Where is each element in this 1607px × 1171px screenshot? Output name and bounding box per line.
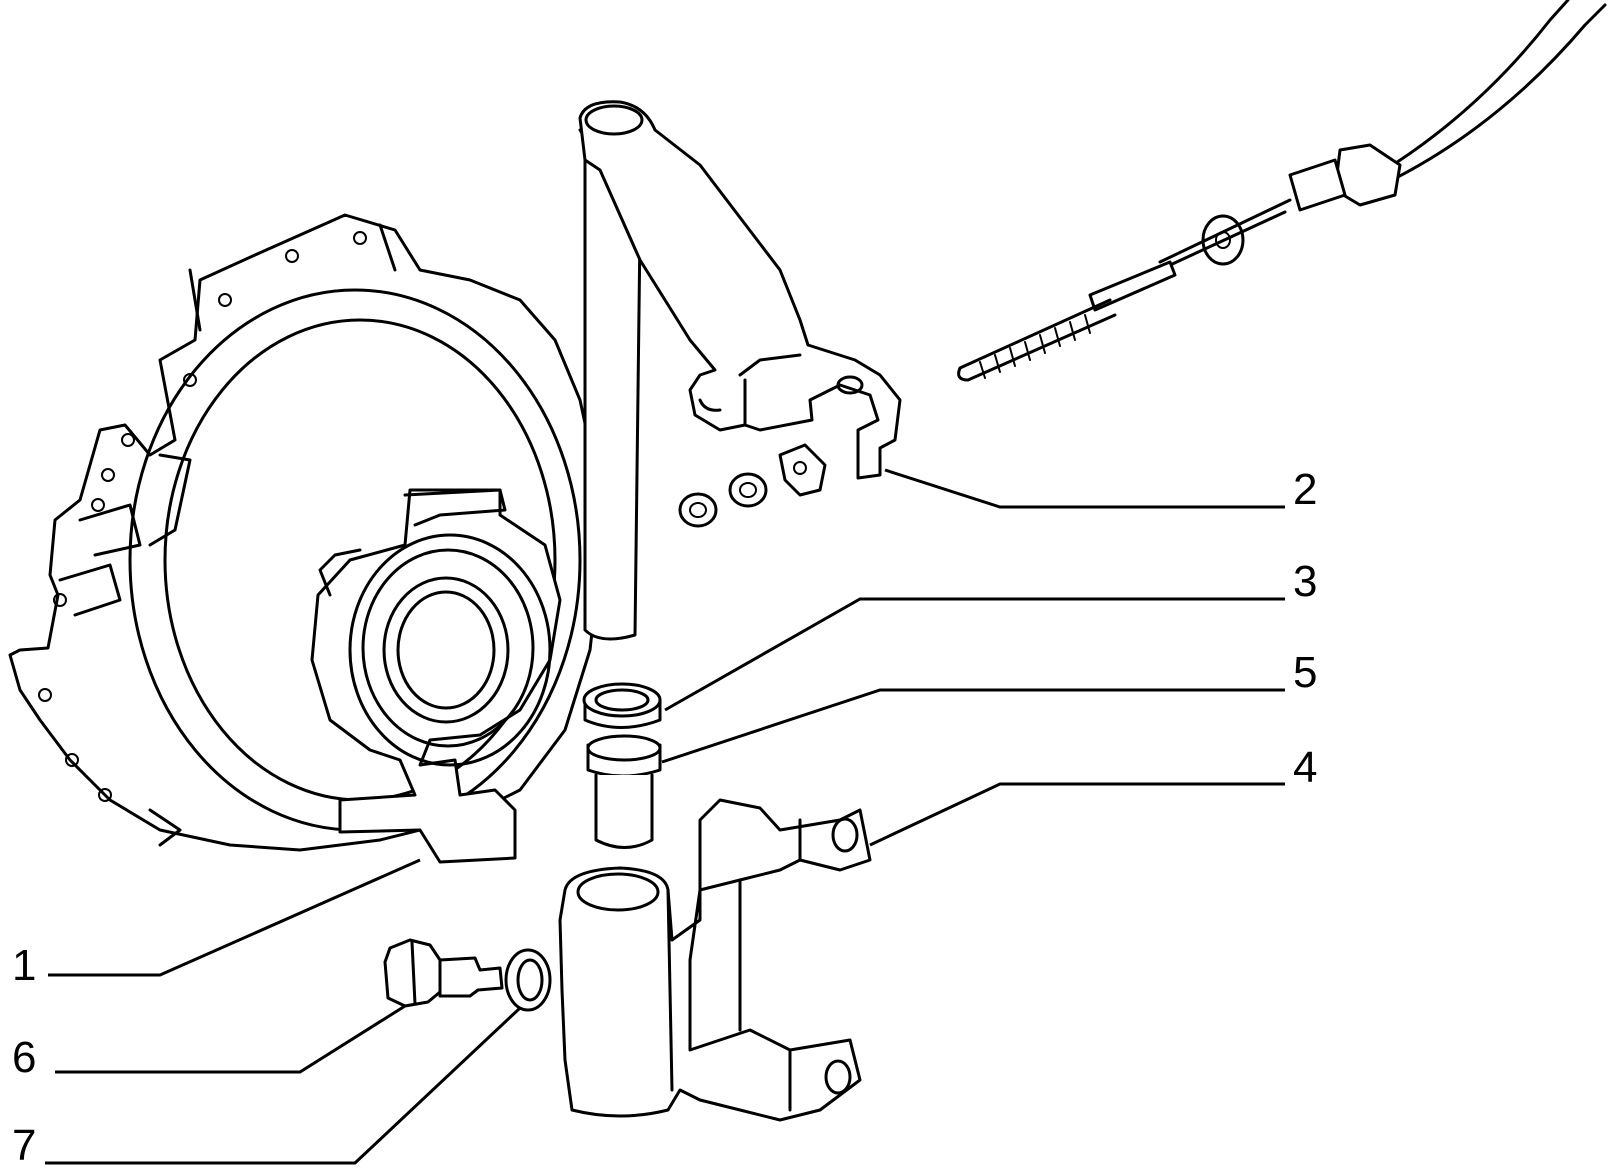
leader-line-2 (884, 468, 1285, 509)
leader-line-3 (664, 597, 1285, 712)
callout-label-3: 3 (1293, 557, 1318, 606)
callout-label-1: 1 (12, 941, 37, 990)
release-fork (558, 798, 872, 1122)
leader-line-7 (45, 1006, 522, 1165)
callout-label-6: 6 (12, 1033, 37, 1082)
release-shaft-lever (578, 100, 902, 641)
leader-line-4 (869, 782, 1285, 847)
leader-line-1 (48, 858, 421, 977)
release-bearing (310, 488, 562, 864)
nuts (678, 443, 827, 528)
washer (504, 948, 552, 1012)
leader-lines (45, 468, 1285, 1165)
callout-label-2: 2 (1293, 465, 1318, 514)
clutch-cable (957, 0, 1607, 382)
bolt (383, 938, 504, 1008)
callout-label-4: 4 (1293, 743, 1318, 792)
callout-label-5: 5 (1293, 648, 1318, 697)
callout-label-7: 7 (12, 1121, 37, 1170)
leader-line-5 (661, 688, 1285, 764)
leader-line-6 (55, 1004, 406, 1074)
bushing (582, 682, 662, 849)
